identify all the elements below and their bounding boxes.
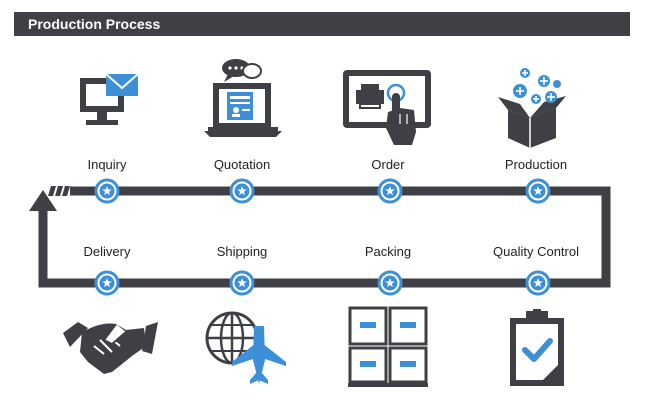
node-delivery bbox=[94, 270, 120, 296]
computer-mail-icon bbox=[80, 73, 139, 125]
header-bar: Production Process bbox=[14, 12, 630, 36]
node-production bbox=[525, 178, 551, 204]
node-quality-control bbox=[525, 270, 551, 296]
step-label-packing: Packing bbox=[364, 244, 412, 259]
node-packing bbox=[377, 270, 403, 296]
flow-track bbox=[29, 186, 611, 288]
clipboard-check-icon bbox=[510, 309, 564, 386]
node-shipping bbox=[229, 270, 255, 296]
page-title: Production Process bbox=[28, 16, 161, 32]
track-dashes bbox=[48, 186, 70, 196]
flow-arrowhead-icon bbox=[29, 190, 57, 211]
tablet-hand-touch-icon bbox=[343, 70, 431, 145]
globe-airplane-icon bbox=[205, 311, 286, 384]
step-label-production: Production bbox=[504, 157, 568, 172]
step-label-quotation: Quotation bbox=[213, 157, 271, 172]
step-label-delivery: Delivery bbox=[83, 244, 131, 259]
laptop-document-icon bbox=[204, 59, 282, 137]
step-label-inquiry: Inquiry bbox=[87, 157, 127, 172]
step-label-order: Order bbox=[371, 157, 405, 172]
stacked-boxes-icon bbox=[348, 306, 428, 387]
handshake-icon bbox=[63, 322, 158, 374]
box-plus-icon bbox=[498, 68, 566, 148]
step-label-quality-control: Quality Control bbox=[493, 244, 579, 259]
node-inquiry bbox=[94, 178, 120, 204]
node-quotation bbox=[229, 178, 255, 204]
step-label-shipping: Shipping bbox=[216, 244, 268, 259]
node-order bbox=[377, 178, 403, 204]
